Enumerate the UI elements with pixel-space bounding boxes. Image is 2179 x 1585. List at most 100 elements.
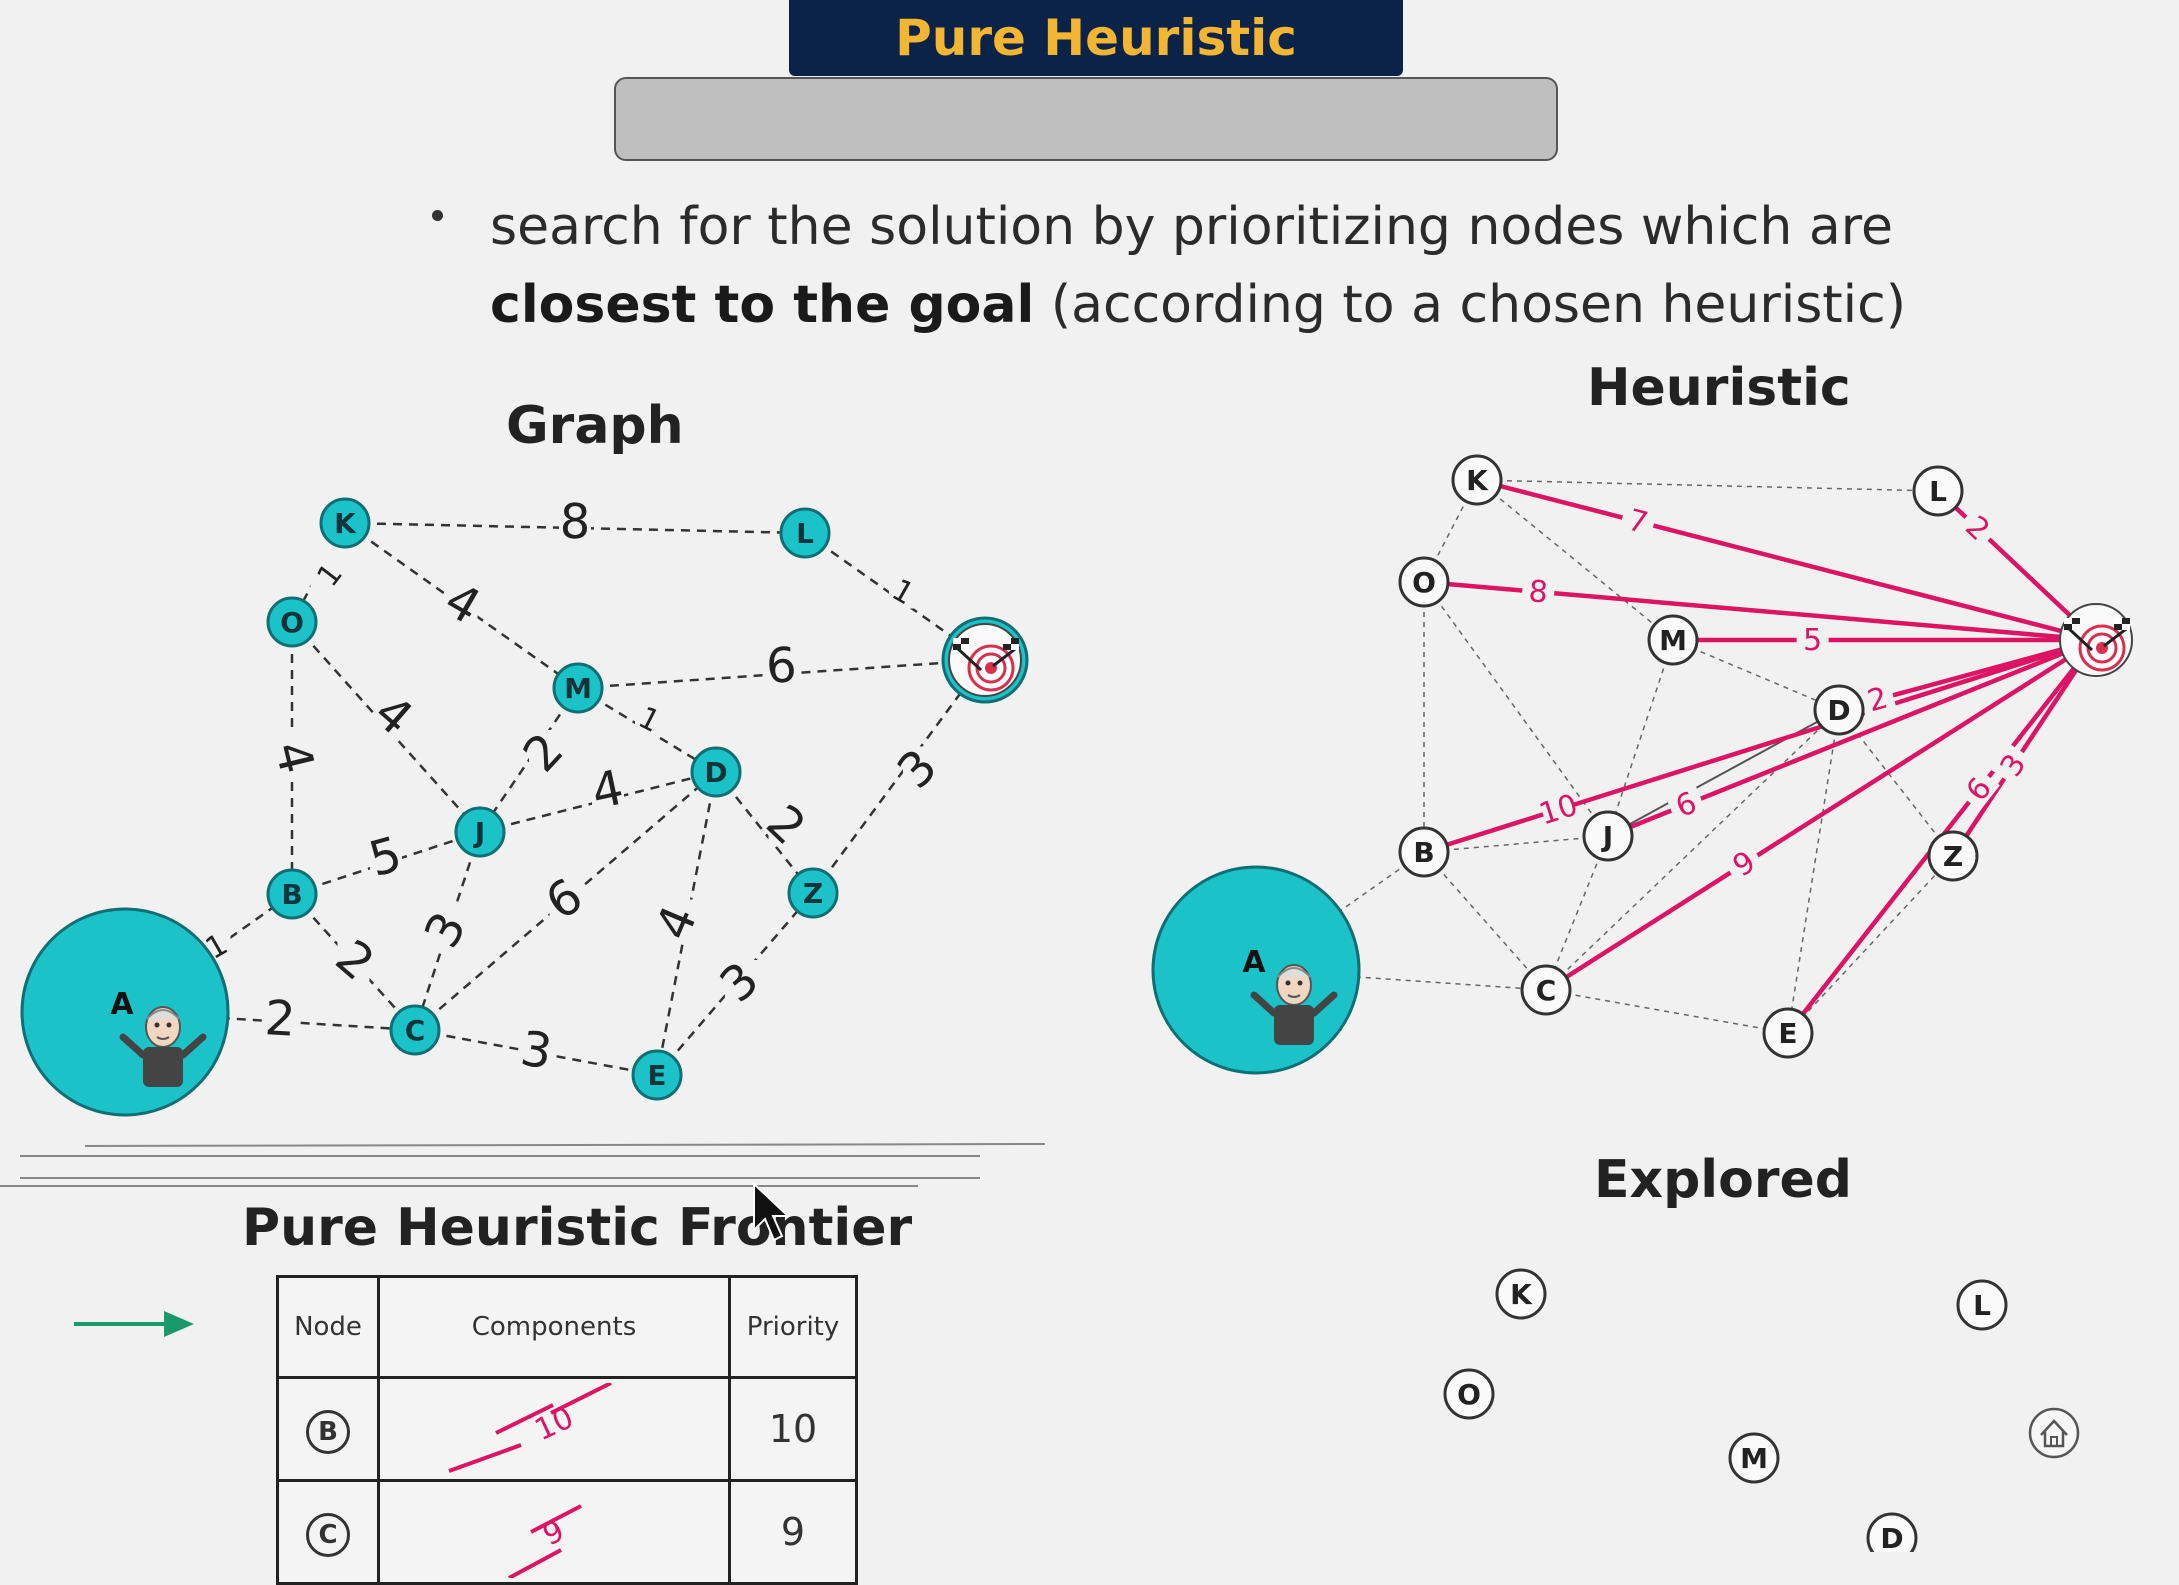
explored-node-o-label: O	[1457, 1378, 1481, 1411]
frontier-priority-cell: 10	[728, 1376, 858, 1482]
frontier-header-components: Components	[377, 1275, 731, 1379]
heuristic-base-edge	[1787, 709, 1840, 1034]
bullet-text-bold: closest to the goal	[490, 275, 1035, 335]
heuristic-edge-b	[1423, 637, 2097, 855]
heuristic-section-title: Heuristic	[1587, 358, 1851, 418]
explored-node-l-label: L	[1973, 1289, 1991, 1322]
heuristic-label-bg	[1857, 677, 1897, 718]
graph-weight-k-l: 8	[559, 494, 591, 551]
heuristic-node-e-label: E	[1778, 1017, 1797, 1050]
heuristic-base-edge	[1423, 851, 1547, 991]
heuristic-node-m	[1647, 614, 1699, 666]
frontier-priority-cell: 9	[728, 1479, 858, 1585]
graph-node-l	[779, 507, 831, 559]
heuristic-node-l	[1912, 465, 1964, 517]
frontier-component-value: 10	[530, 1400, 579, 1448]
heuristic-node-c-label: C	[1536, 974, 1557, 1007]
heuristic-base-edges	[1255, 479, 2097, 1034]
graph-edges	[124, 521, 987, 1077]
graph-weight-bg	[635, 692, 667, 736]
graph-node-d	[690, 746, 742, 798]
explored-node-m	[1728, 1432, 1780, 1484]
frontier-header-node: Node	[276, 1275, 380, 1379]
graph-weight-bg	[276, 734, 308, 778]
graph-weight-bg	[431, 907, 464, 951]
graph-weight-bg	[592, 768, 624, 812]
graph-weight-bg	[549, 877, 582, 921]
heuristic-node-j-label: J	[1601, 820, 1613, 853]
cursor-icon	[753, 1182, 791, 1242]
component-slash: 10	[448, 1383, 612, 1473]
home-icon	[2028, 1407, 2080, 1459]
heuristic-edge-k	[1476, 477, 2097, 643]
heuristic-base-edge	[1672, 639, 1840, 711]
heuristic-node-c	[1520, 964, 1572, 1016]
explored-node-o	[1443, 1368, 1495, 1420]
graph-node-o	[266, 596, 318, 648]
graph-weight-a-c: 2	[263, 990, 296, 1048]
heuristic-base-edge	[1476, 479, 1939, 492]
table-row: B 10 10	[276, 1376, 858, 1482]
graph-weight-bg	[310, 548, 343, 593]
graph-node-z-label: Z	[803, 877, 823, 910]
component-slash: 9	[508, 1504, 582, 1578]
bullet-marker	[432, 210, 443, 221]
graph-node-m	[552, 662, 604, 714]
graph-weight-d-z: 2	[756, 794, 817, 856]
graph-node-c	[389, 1004, 441, 1056]
heuristic-node-o-label: O	[1412, 566, 1436, 599]
heuristic-label-bg	[1796, 622, 1829, 654]
heuristic-base-edge	[1545, 835, 1609, 991]
heuristic-value-o: 8	[1527, 574, 1549, 611]
graph-edge-d-e	[655, 771, 718, 1076]
heuristic-value-m: 5	[1803, 623, 1822, 658]
graph-weight-bg	[725, 960, 757, 1004]
graph-weight-z-goal: 3	[887, 739, 948, 800]
heuristic-base-edge	[1423, 581, 1609, 837]
heuristic-edge-c	[1544, 638, 2098, 992]
graph-node-c-label: C	[405, 1014, 426, 1047]
graph-node-j-label: J	[473, 816, 485, 849]
heuristic-base-edge	[1607, 639, 1674, 837]
frontier-header-priority: Priority	[728, 1275, 858, 1379]
graph-weight-bg	[520, 1028, 552, 1073]
graph-weight-bg	[559, 500, 591, 544]
graph-weight-c-d: 6	[536, 868, 593, 931]
graph-weight-m-goal: 6	[765, 637, 799, 695]
heuristic-label-bg	[1664, 781, 1707, 824]
heuristic-node-m-label: M	[1659, 624, 1687, 657]
heuristic-edges	[1423, 477, 2098, 1035]
graph-node-b-label: B	[281, 878, 302, 911]
graph-weight-bg	[337, 938, 370, 982]
graph-node-b	[266, 868, 318, 920]
graph-weight-bg	[376, 693, 408, 737]
graph-node-l-label: L	[796, 517, 814, 550]
heuristic-node-j	[1582, 810, 1634, 862]
frontier-node-badge: B	[306, 1409, 350, 1454]
graph-node-e-label: E	[647, 1059, 666, 1092]
heuristic-node-d-label: D	[1827, 694, 1850, 727]
slide-title: Pure Heuristic	[895, 9, 1297, 67]
table-row: C 9 9	[276, 1479, 858, 1585]
graph-node-d-label: D	[704, 756, 727, 789]
frontier-component-value: 9	[538, 1513, 570, 1553]
goal-target-icon	[2058, 602, 2134, 678]
heuristic-node-z	[1927, 830, 1979, 882]
graph-weight-bg	[529, 730, 561, 774]
graph-weight-bg	[765, 644, 798, 688]
heuristic-value-b: 10	[1535, 788, 1582, 833]
bullet-text: search for the solution by prioritizing …	[490, 188, 1940, 344]
explored-node-d	[1866, 1512, 1918, 1552]
heuristic-node-b-label: B	[1413, 836, 1434, 869]
graph-edge-j-d	[479, 770, 717, 834]
bullet-text-part2: (according to a chosen heuristic)	[1050, 275, 1906, 335]
explored-node-d-label: D	[1880, 1522, 1903, 1552]
heuristic-label-bg	[1956, 504, 2002, 550]
bullet-text-part1: search for the solution by prioritizing …	[490, 197, 1893, 257]
explored-node-m-label: M	[1740, 1442, 1768, 1475]
frontier-component-cell: 10	[377, 1376, 731, 1482]
